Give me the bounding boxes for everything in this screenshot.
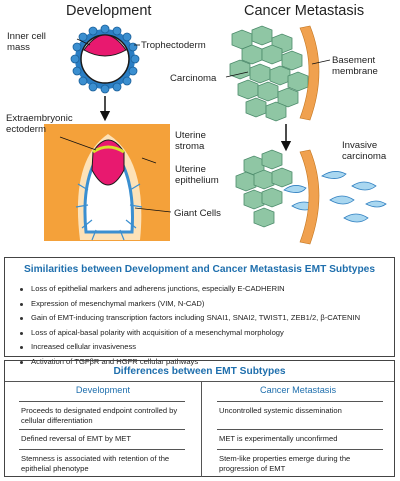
similarities-list: Loss of epithelial markers and adherens … bbox=[19, 282, 360, 370]
blastocyst-icon bbox=[70, 24, 140, 94]
implantation-icon bbox=[44, 124, 170, 241]
emt-illustration bbox=[44, 24, 387, 245]
cancer-metastasis-header: Cancer Metastasis bbox=[244, 3, 365, 19]
basement-membrane-top bbox=[299, 25, 320, 121]
label-extraembryonic-ectoderm: Extraembryonic ectoderm bbox=[6, 113, 73, 135]
carcinoma-icon bbox=[229, 25, 309, 122]
similarity-item: Loss of apical-basal polarity with acqui… bbox=[19, 326, 360, 341]
similarity-item: Activation of TGFβR and HGFR cellular pa… bbox=[19, 355, 360, 370]
diff-row-3-development: Stemness is associated with retention of… bbox=[21, 454, 170, 473]
similarities-title: Similarities between Development and Can… bbox=[23, 264, 375, 275]
label-giant-cells: Giant Cells bbox=[174, 208, 221, 219]
invasive-carcinoma-icon bbox=[235, 149, 387, 228]
label-invasive-carcinoma: Invasive carcinoma bbox=[342, 140, 387, 162]
similarity-item: Loss of epithelial markers and adherens … bbox=[19, 282, 360, 297]
label-uterine-epithelium: Uterine epithelium bbox=[175, 164, 219, 186]
diff-row-3-cancer: Stem-like properties emerge during the p… bbox=[219, 454, 351, 473]
similarity-item: Expression of mesenchymal markers (VIM, … bbox=[19, 297, 360, 312]
column-header-cancer: Cancer Metastasis bbox=[259, 385, 337, 395]
similarity-item: Increased cellular invasiveness bbox=[19, 340, 360, 355]
diff-row-1-development: Proceeds to designated endpoint controll… bbox=[21, 406, 178, 425]
label-inner-cell-mass: Inner cell mass bbox=[7, 31, 46, 53]
diff-row-2-development: Defined reversal of EMT by MET bbox=[21, 434, 132, 443]
label-basement-membrane: Basement membrane bbox=[332, 55, 378, 77]
diff-row-1-cancer: Uncontrolled systemic dissemination bbox=[219, 406, 342, 415]
basement-membrane-bottom bbox=[299, 149, 320, 245]
diff-row-2-cancer: MET is experimentally unconfirmed bbox=[219, 434, 338, 443]
similarity-item: Gain of EMT-inducing transcription facto… bbox=[19, 311, 360, 326]
label-trophectoderm: Trophectoderm bbox=[141, 40, 206, 51]
similarities-box: Similarities between Development and Can… bbox=[4, 257, 395, 366]
development-header: Development bbox=[66, 3, 152, 19]
differences-title: Differences between EMT Subtypes bbox=[113, 366, 286, 377]
differences-box: Differences between EMT Subtypes Develop… bbox=[4, 360, 395, 477]
label-carcinoma: Carcinoma bbox=[170, 73, 217, 84]
column-header-development: Development bbox=[75, 385, 131, 395]
label-uterine-stroma: Uterine stroma bbox=[175, 130, 206, 152]
